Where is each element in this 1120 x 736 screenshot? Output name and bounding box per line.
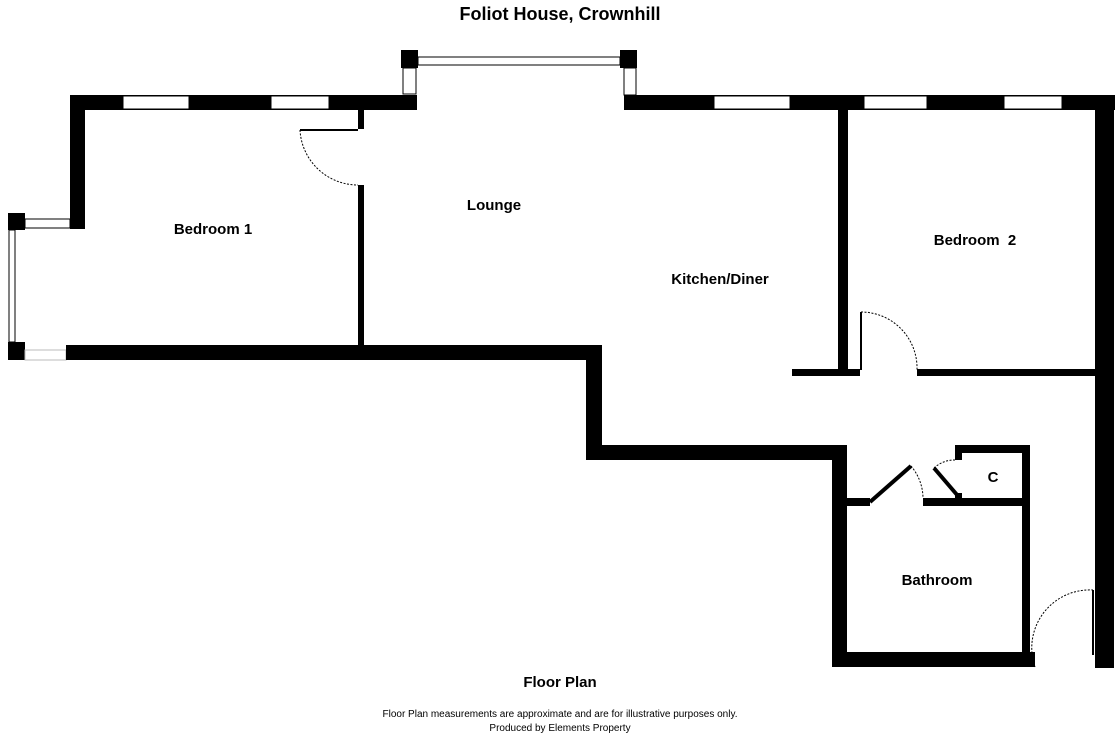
door-swing xyxy=(1031,589,1094,668)
room-label-bedroom2: Bedroom 2 xyxy=(934,232,1017,249)
window xyxy=(713,95,791,110)
door-swing xyxy=(910,465,924,499)
window xyxy=(24,218,71,229)
window xyxy=(1003,95,1063,110)
disclaimer: Floor Plan measurements are approximate … xyxy=(383,709,738,720)
window xyxy=(122,95,190,110)
room-label-cupboard: C xyxy=(988,469,999,486)
room-label-bedroom1: Bedroom 1 xyxy=(174,221,252,238)
door-swing xyxy=(933,459,956,469)
cupboard-door xyxy=(932,466,960,498)
room-label-bathroom: Bathroom xyxy=(902,572,973,589)
floor-plan-label: Floor Plan xyxy=(523,674,596,691)
room-label-kitchen: Kitchen/Diner xyxy=(671,271,769,288)
window xyxy=(8,229,16,343)
plan-title: Foliot House, Crownhill xyxy=(460,4,661,24)
credit: Produced by Elements Property xyxy=(489,723,630,734)
room-label-lounge: Lounge xyxy=(467,197,521,214)
window xyxy=(863,95,928,110)
window xyxy=(623,67,637,96)
door-swing xyxy=(860,311,918,371)
window xyxy=(402,67,417,95)
window xyxy=(24,349,67,361)
walls xyxy=(8,50,1115,668)
window xyxy=(270,95,330,110)
window xyxy=(417,56,621,66)
door-swing xyxy=(299,129,359,186)
door xyxy=(868,464,913,504)
